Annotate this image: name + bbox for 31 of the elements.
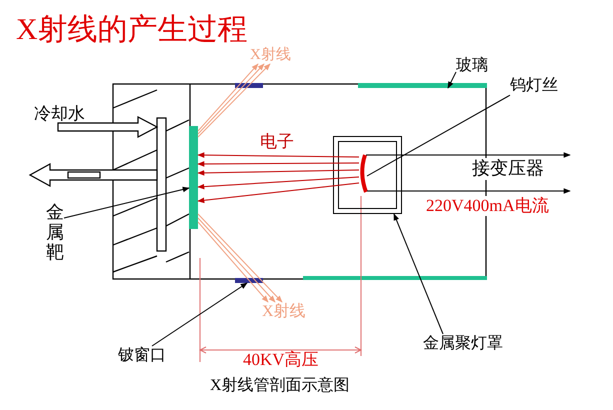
wire-arrow bbox=[366, 188, 571, 194]
leader-line bbox=[366, 94, 510, 176]
dimension-label: 40KV高压 bbox=[243, 350, 319, 370]
electron-beam-arrow bbox=[197, 161, 360, 167]
x-ray-label: X射线 bbox=[262, 302, 306, 322]
leader-line bbox=[64, 186, 190, 218]
title: X射线的产生过程 bbox=[16, 12, 248, 48]
leader-line bbox=[152, 282, 248, 346]
electron-beam-arrow bbox=[197, 170, 360, 176]
electron-beam-arrow bbox=[197, 176, 360, 190]
callout-label: 金属聚灯罩 bbox=[423, 334, 503, 354]
label: 接变压器 bbox=[472, 158, 544, 180]
target-plate bbox=[189, 126, 198, 229]
callout-label: 玻璃 bbox=[456, 56, 488, 76]
electron-beam-arrow bbox=[197, 152, 360, 158]
window-plate bbox=[235, 278, 263, 283]
glass-bar bbox=[358, 83, 487, 88]
x-ray-label: X射线 bbox=[250, 46, 291, 64]
leader-line bbox=[448, 72, 456, 89]
callout-label: 铍窗口 bbox=[118, 346, 166, 366]
filament bbox=[359, 155, 367, 192]
electron-beam-arrow bbox=[197, 182, 360, 204]
focusing-cup bbox=[333, 136, 402, 214]
leader-line bbox=[394, 213, 444, 334]
label: 冷却水 bbox=[34, 104, 85, 124]
caption: X射线管剖面示意图 bbox=[210, 376, 350, 396]
label: 220V400mA电流 bbox=[426, 196, 549, 216]
label: 电子 bbox=[260, 132, 294, 152]
wire-arrow bbox=[366, 152, 571, 158]
callout-label: 钨灯丝 bbox=[510, 76, 558, 96]
callout-label: 金属靶 bbox=[46, 203, 64, 262]
